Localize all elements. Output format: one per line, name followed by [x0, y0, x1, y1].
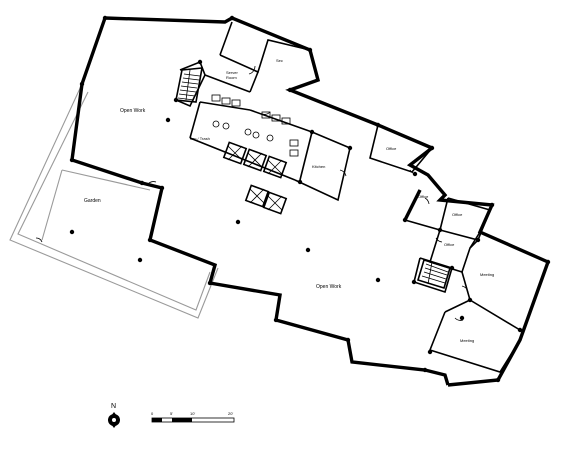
room-label-kitchen: Kitchen [312, 164, 325, 169]
room-label-janitor-trash: Jan / Trash [190, 136, 210, 141]
room-label-open-work-nw: Open Work [120, 108, 146, 114]
room-label-garden: Garden [84, 198, 101, 204]
stair-1 [175, 67, 203, 103]
door-swings [35, 65, 469, 321]
scale-tick-5: 5' [170, 411, 173, 416]
room-label-office-1: Office [386, 146, 397, 151]
restroom-fixtures [211, 94, 299, 157]
exterior-walls [70, 16, 550, 387]
north-arrow: N [108, 403, 120, 428]
elevators [222, 141, 288, 215]
room-label-office-3: Office [452, 212, 463, 217]
north-arrow-label: N [111, 403, 116, 410]
room-label-sec: Sec [276, 58, 283, 63]
room-label-meeting-2: Meeting [460, 338, 474, 343]
room-label-office-2: Office [418, 194, 429, 199]
room-label-open-work-main: Open Work [316, 284, 342, 290]
scale-tick-20: 20' [228, 411, 233, 416]
scale-bar: 0 5' 10' 20' [151, 411, 235, 423]
stair-2 [417, 258, 451, 290]
room-label-office-4: Office [444, 242, 455, 247]
garden-terrace-outline [9, 83, 219, 319]
scale-tick-0: 0 [151, 411, 154, 416]
scale-tick-10: 10' [190, 411, 195, 416]
columns [69, 15, 551, 383]
room-label-meeting-1: Meeting [480, 272, 494, 277]
